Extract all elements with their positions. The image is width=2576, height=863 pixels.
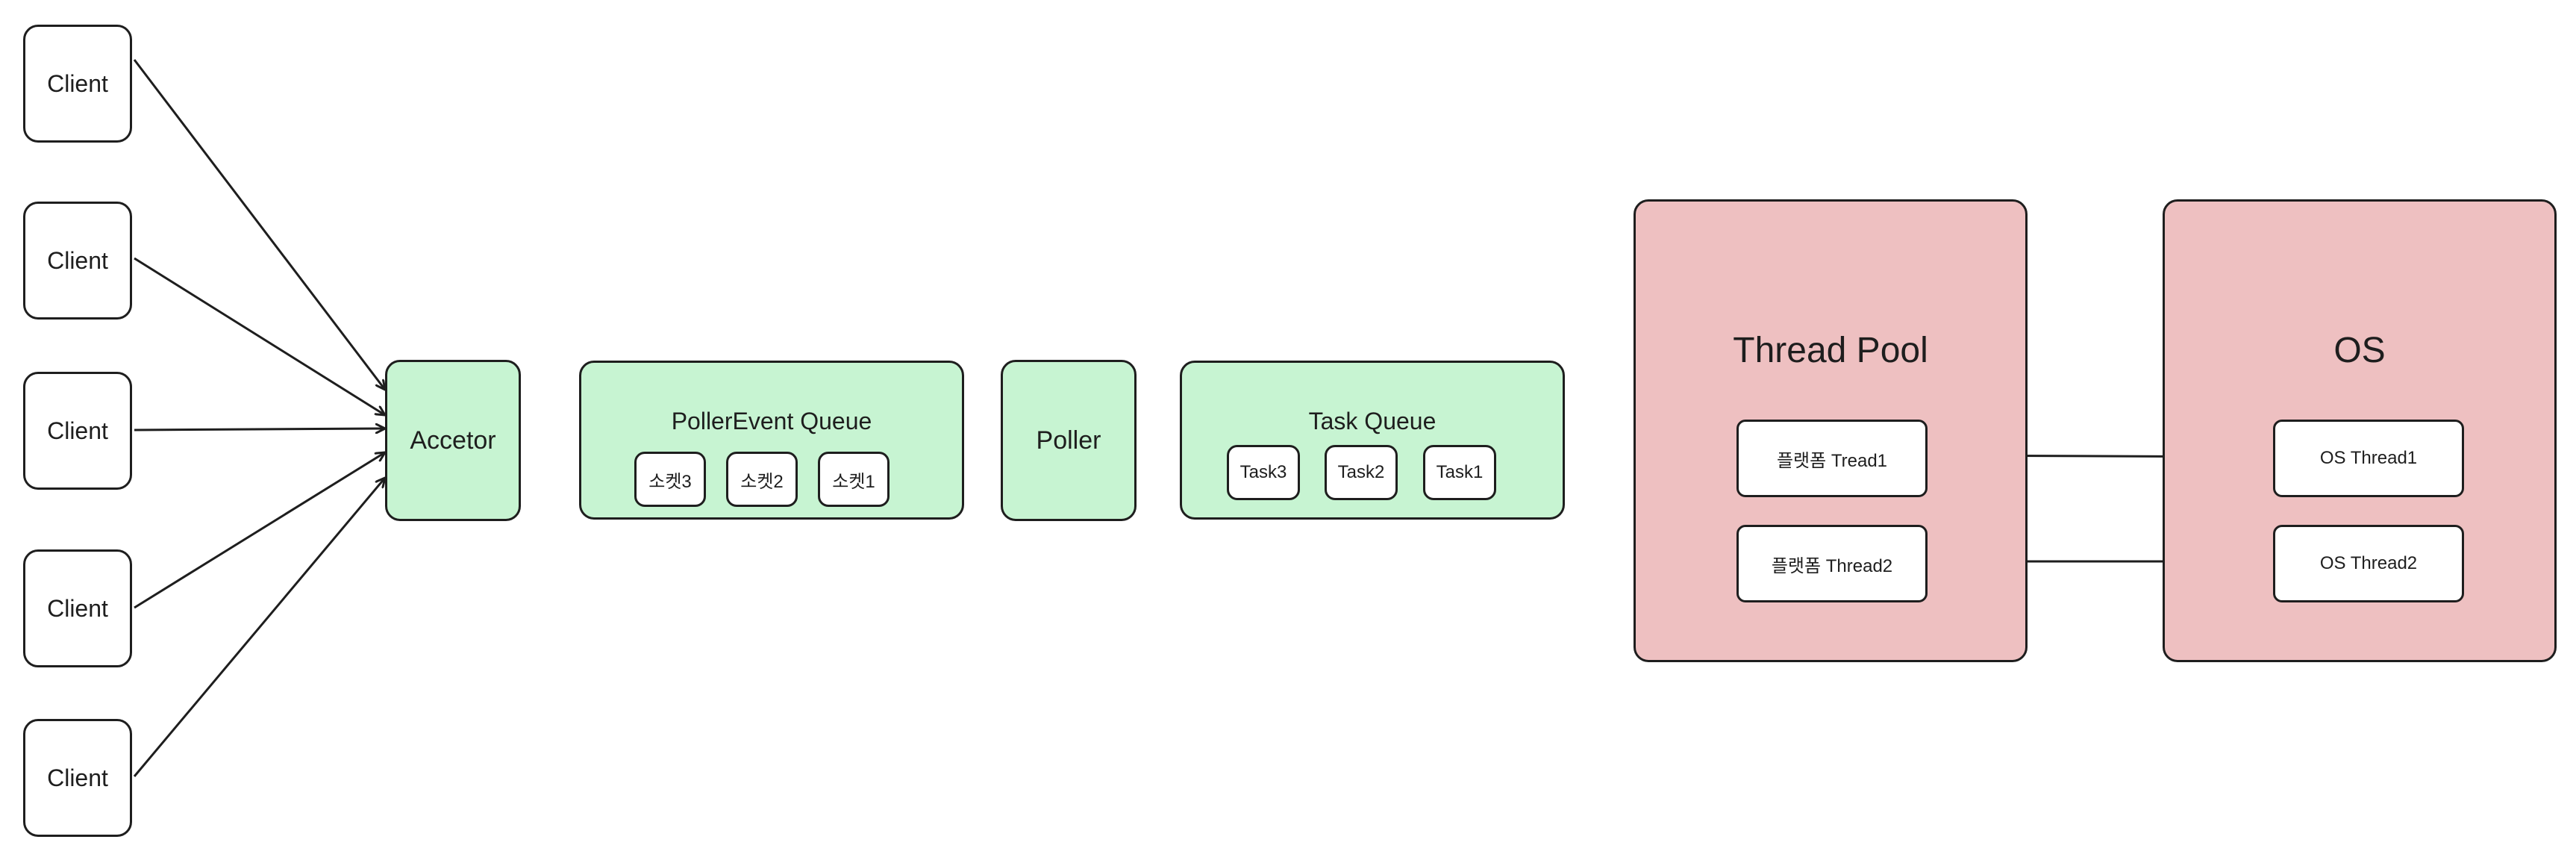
client-label: Client <box>47 246 108 274</box>
socket-item: 소켓3 <box>634 452 706 507</box>
task-item-label: Task1 <box>1436 462 1484 482</box>
os-thread: OS Thread1 <box>2273 420 2464 497</box>
task-queue: Task Queue Task3 Task2 Task1 <box>1180 361 1565 520</box>
thread-pool-title: Thread Pool <box>1733 331 1928 370</box>
task-item-label: Task3 <box>1239 462 1287 482</box>
arrow-client5-to-acceptor <box>133 478 385 777</box>
socket-item: 소켓1 <box>818 452 890 507</box>
os-title: OS <box>2333 331 2386 370</box>
platform-thread-label: 플랫폼 Thread2 <box>1771 555 1893 576</box>
socket-item-label: 소켓2 <box>740 471 784 492</box>
os-container: OS OS Thread1 OS Thread2 <box>2163 199 2557 662</box>
task-item: Task2 <box>1325 445 1398 500</box>
poller-event-queue: PollerEvent Queue 소켓3 소켓2 소켓1 <box>579 361 964 520</box>
platform-thread: 플랫폼 Tread1 <box>1736 420 1928 497</box>
platform-thread: 플랫폼 Thread2 <box>1736 525 1928 602</box>
acceptor-label: Accetor <box>410 426 496 455</box>
task-item: Task3 <box>1227 445 1300 500</box>
client-label: Client <box>47 69 108 97</box>
client-node: Client <box>23 549 132 667</box>
poller-node: Poller <box>1001 360 1137 521</box>
client-node: Client <box>23 202 132 320</box>
os-thread: OS Thread2 <box>2273 525 2464 602</box>
arrow-client2-to-acceptor <box>134 257 385 415</box>
poller-event-queue-title: PollerEvent Queue <box>671 408 872 434</box>
platform-thread-label: 플랫폼 Tread1 <box>1776 450 1888 471</box>
client-node: Client <box>23 719 132 837</box>
acceptor-node: Accetor <box>385 360 521 521</box>
arrow-client4-to-acceptor <box>134 452 385 609</box>
socket-item: 소켓2 <box>726 452 798 507</box>
client-label: Client <box>47 594 108 622</box>
client-node: Client <box>23 372 132 490</box>
task-item-label: Task2 <box>1337 462 1385 482</box>
socket-item-label: 소켓3 <box>648 471 692 492</box>
client-label: Client <box>47 764 108 791</box>
task-item: Task1 <box>1423 445 1496 500</box>
arrow-client1-to-acceptor <box>133 59 385 390</box>
client-node: Client <box>23 25 132 143</box>
thread-pool-container: Thread Pool 플랫폼 Tread1 플랫폼 Thread2 <box>1634 199 2028 662</box>
task-queue-title: Task Queue <box>1308 408 1437 434</box>
client-label: Client <box>47 417 108 444</box>
socket-item-label: 소켓1 <box>832 471 875 492</box>
os-thread-label: OS Thread1 <box>2319 448 2418 468</box>
poller-label: Poller <box>1036 426 1101 455</box>
arrow-client3-to-acceptor <box>134 429 385 430</box>
os-thread-label: OS Thread2 <box>2319 553 2418 573</box>
